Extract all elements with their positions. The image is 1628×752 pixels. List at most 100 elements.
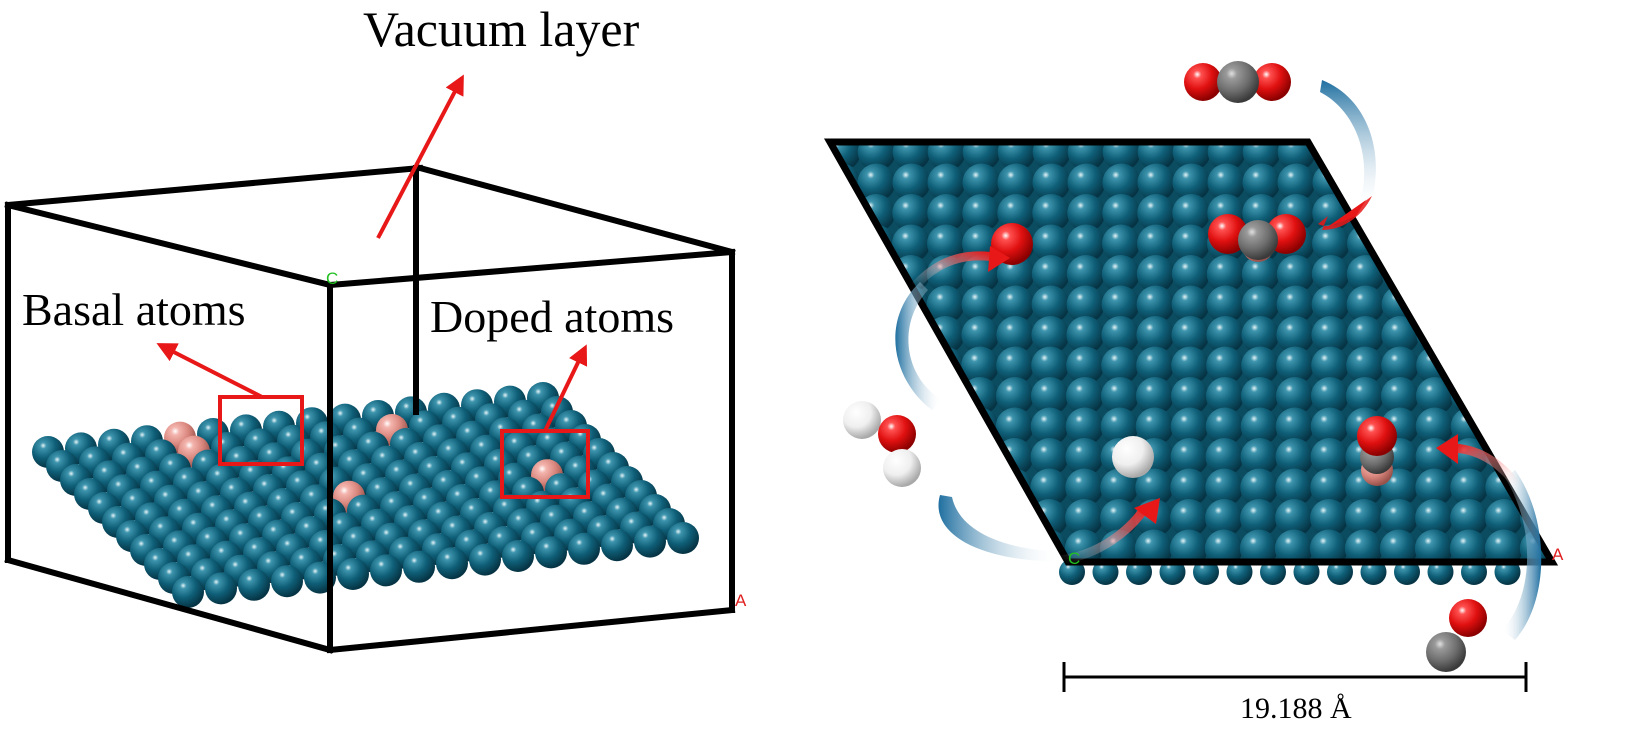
surface-atom [1066, 285, 1105, 324]
surface-atom [1239, 529, 1278, 562]
surface-atom [830, 194, 861, 232]
surface-atom [1275, 407, 1314, 446]
basal-atom [238, 568, 270, 601]
surface-atom [997, 163, 1036, 202]
surface-atom [1204, 529, 1243, 562]
scale-bar-label: 19.188 Å [1240, 692, 1352, 725]
surface-atom [1382, 163, 1421, 202]
surface-atom [1101, 255, 1140, 293]
surface-atom [1206, 316, 1245, 354]
surface-atom [926, 285, 965, 324]
surface-atom [1100, 468, 1139, 507]
surface-atom [1066, 255, 1105, 293]
surface-atom [1485, 377, 1524, 415]
surface-atom [1032, 163, 1071, 202]
basal-atom [502, 540, 534, 572]
surface-atom [1032, 194, 1071, 232]
surface-atom [1590, 560, 1628, 598]
surface-atom [1311, 285, 1350, 324]
co2-adsorption-band [1320, 80, 1376, 205]
surface-atom [1239, 591, 1277, 629]
doped-arrow [543, 344, 588, 432]
surface-atom [1590, 530, 1628, 568]
surface-atom [1065, 407, 1104, 446]
surface-atom [1276, 316, 1315, 354]
surface-atom [927, 194, 966, 232]
surface-atom [961, 316, 1000, 354]
surface-atom [1520, 407, 1552, 446]
surface-atom [1065, 468, 1104, 507]
surface-atom [961, 346, 1000, 385]
surface-atom [1067, 163, 1106, 202]
basal-atom [337, 558, 369, 590]
surface-atom [1484, 529, 1523, 562]
surface-atom [927, 224, 966, 263]
surface-atom [1172, 224, 1211, 263]
co2-adsorption-tip [1326, 200, 1366, 228]
basal-arrow [156, 343, 263, 399]
surface-atom [1137, 163, 1176, 202]
surface-atom [1277, 163, 1316, 202]
surface-atom [1415, 407, 1454, 446]
surface-atom [1275, 468, 1314, 507]
surface-atom [1065, 438, 1104, 476]
surface-atom [1205, 468, 1244, 507]
surface-atom [1170, 499, 1209, 537]
surface-atom [1206, 346, 1245, 385]
surface-atom [787, 194, 825, 232]
surface-atom [1344, 591, 1382, 629]
surface-atom [1555, 469, 1593, 507]
surface-atom [1415, 499, 1454, 537]
basal-atom [370, 554, 402, 587]
surface-atom [1099, 591, 1137, 629]
surface-atom [1206, 285, 1245, 324]
surface-atom [1380, 377, 1419, 415]
surface-atom [1136, 285, 1175, 324]
surface-atom [1064, 591, 1102, 629]
surface-atom [995, 407, 1034, 446]
surface-atom [856, 285, 895, 324]
surface-atom [1310, 468, 1349, 507]
surface-atom [856, 255, 895, 293]
basal-atom [403, 550, 435, 583]
surface-atom [1100, 407, 1139, 446]
surface-atom [1312, 224, 1351, 263]
surface-atom [1415, 377, 1454, 415]
surface-atom [1204, 591, 1242, 629]
surface-atom [1066, 316, 1105, 354]
water-dissociation-band [938, 495, 1060, 562]
basal-atom [634, 525, 666, 558]
surface-atom [996, 346, 1035, 385]
surface-atom [1382, 194, 1421, 232]
basal-atom [436, 547, 468, 580]
surface-atom [1242, 163, 1281, 202]
surface-atom [1274, 529, 1313, 562]
surface-atom [1311, 346, 1350, 385]
doped-atoms-label: Doped atoms [430, 291, 675, 342]
surface-atom [1346, 285, 1385, 324]
surface-atom [1170, 438, 1209, 476]
surface-atom [1169, 591, 1207, 629]
surface-atom [1414, 529, 1453, 562]
surface-atom [1136, 255, 1175, 293]
basal-atom [205, 572, 237, 605]
surface-atom [1135, 377, 1174, 415]
surface-atom [1029, 591, 1067, 629]
surface-atom [1345, 377, 1384, 415]
surface-atom [1417, 224, 1456, 263]
surface-atom [1276, 255, 1315, 293]
surface-atom [1136, 346, 1175, 385]
surface-atom [1382, 224, 1421, 263]
oxygen-dissociation-band [895, 282, 942, 410]
surface-atom [892, 194, 931, 232]
surface-atom [1067, 194, 1106, 232]
surface-atom [1137, 194, 1176, 232]
c-axis-marker-right: C [1068, 549, 1081, 568]
surface-atom [1240, 438, 1279, 476]
surface-atom [1169, 529, 1208, 562]
surface-atom [1241, 316, 1280, 354]
a-axis-marker-left: A [735, 591, 747, 610]
surface-atom [995, 499, 1034, 537]
surface-atom [1205, 438, 1244, 476]
surface-atom [1067, 224, 1106, 263]
